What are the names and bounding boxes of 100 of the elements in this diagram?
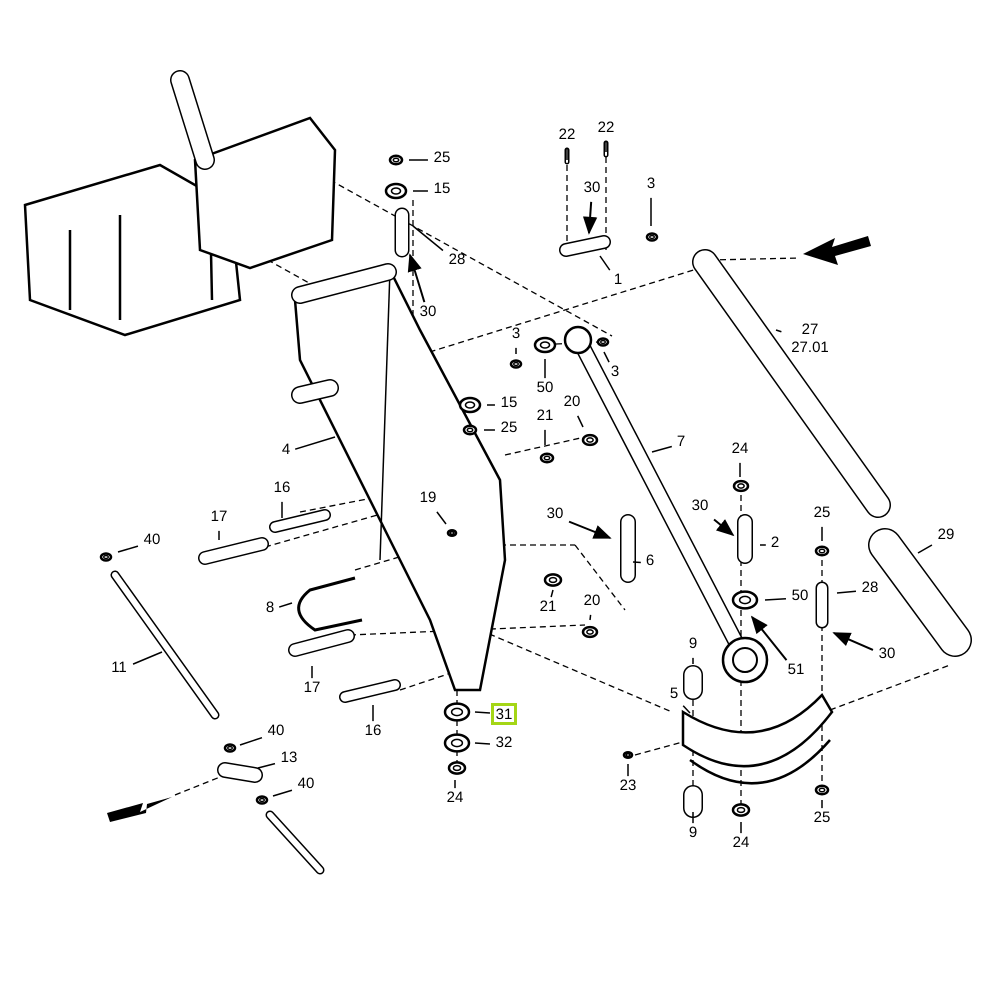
callout-number: 4 <box>282 441 290 459</box>
leader-line <box>278 602 292 608</box>
leader-line <box>118 545 138 553</box>
callout-number: 21 <box>540 598 556 616</box>
callout-number: 29 <box>938 526 954 544</box>
callout-number: 21 <box>536 407 554 425</box>
leader-line <box>272 790 292 797</box>
leader-line <box>568 520 612 539</box>
callout-number: 15 <box>500 394 518 412</box>
callout-number: 16 <box>364 722 382 740</box>
callout-number: 8 <box>266 599 274 617</box>
leader-line <box>408 253 426 302</box>
callout-number: 24 <box>732 440 748 458</box>
leader-line <box>294 436 336 450</box>
callout-number: 17 <box>210 508 228 526</box>
callout-number: 28 <box>862 579 878 597</box>
leader-line <box>740 822 742 834</box>
leader-line <box>589 614 592 620</box>
callout-number: 23 <box>620 777 636 795</box>
leader-line <box>652 446 672 453</box>
callout-number: 3 <box>646 175 656 193</box>
leader-line <box>832 632 874 651</box>
callout-number: 3 <box>610 363 620 381</box>
callout-number: 30 <box>584 179 600 197</box>
leader-line <box>918 544 932 554</box>
leader-line <box>764 598 786 601</box>
leader-line <box>776 329 782 332</box>
callout-number: 24 <box>732 834 750 852</box>
leader-line <box>582 202 598 235</box>
leader-line <box>682 705 691 714</box>
callout-number: 40 <box>298 775 314 793</box>
leader-line <box>821 526 823 541</box>
callout-number: 28 <box>448 251 466 269</box>
callout-number: 20 <box>564 393 580 411</box>
callout-number: 40 <box>268 722 284 740</box>
callout-number: 9 <box>688 635 698 653</box>
callout-number: 25 <box>814 809 830 827</box>
leader-line <box>412 225 444 252</box>
callout-number: 27.01 <box>791 339 829 357</box>
leader-line <box>550 590 554 598</box>
leader-line <box>132 651 162 665</box>
callout-number: 1 <box>614 271 622 289</box>
callout-number: 13 <box>280 749 298 767</box>
leader-line <box>739 462 741 477</box>
leader-line <box>603 352 610 362</box>
callout-number: 2 <box>770 534 780 552</box>
callout-number: 19 <box>420 489 436 507</box>
callout-number: 50 <box>792 587 808 605</box>
callout-number: 22 <box>558 126 576 144</box>
callout-number: 30 <box>692 497 708 515</box>
leader-line <box>577 416 584 428</box>
leader-line <box>487 404 495 406</box>
callout-number: 30 <box>546 505 564 523</box>
callout-number: 11 <box>111 659 127 677</box>
callout-number: 16 <box>274 479 290 497</box>
callout-number: 30 <box>420 303 436 321</box>
leader-line <box>409 159 428 161</box>
leader-line <box>632 561 641 564</box>
leader-line <box>692 812 694 824</box>
leader-line <box>713 518 734 536</box>
leader-line <box>692 658 694 664</box>
leader-line <box>821 800 823 808</box>
callout-number: 20 <box>584 592 600 610</box>
leader-line <box>599 256 610 271</box>
callout-number: 3 <box>512 325 520 343</box>
callout-number: 50 <box>536 379 554 397</box>
leader-line <box>454 780 456 788</box>
leader-line <box>650 198 652 226</box>
callout-number: 9 <box>688 824 698 842</box>
leader-line <box>750 616 788 661</box>
leader-line <box>544 430 546 445</box>
leader-line <box>836 590 856 594</box>
callout-number: 30 <box>878 645 896 663</box>
callout-number: 24 <box>446 789 464 807</box>
callout-number: 51 <box>788 661 804 679</box>
callout-number: 25 <box>434 149 450 167</box>
leader-line <box>436 511 447 524</box>
leader-line <box>544 359 546 378</box>
callout-number: 31 <box>496 706 512 724</box>
leader-line <box>311 666 313 678</box>
callout-number: 17 <box>304 679 320 697</box>
callout-number: 7 <box>676 433 686 451</box>
leader-line <box>218 530 220 540</box>
leader-line <box>627 764 629 776</box>
leader-line <box>515 348 517 354</box>
callout-number: 15 <box>434 180 450 198</box>
callout-number: 40 <box>144 531 160 549</box>
leader-line <box>760 544 766 546</box>
leader-line <box>566 148 568 160</box>
callout-number: 22 <box>598 119 614 137</box>
callout-number: 25 <box>500 419 518 437</box>
leader-line <box>240 736 262 746</box>
leader-line <box>474 742 490 745</box>
callout-number: 32 <box>496 734 512 752</box>
leader-line <box>258 762 276 769</box>
callout-number: 5 <box>670 685 678 703</box>
callout-number: 25 <box>814 504 830 522</box>
leader-line <box>605 142 607 152</box>
callout-number: 27 <box>802 321 818 339</box>
leader-line <box>281 502 283 518</box>
